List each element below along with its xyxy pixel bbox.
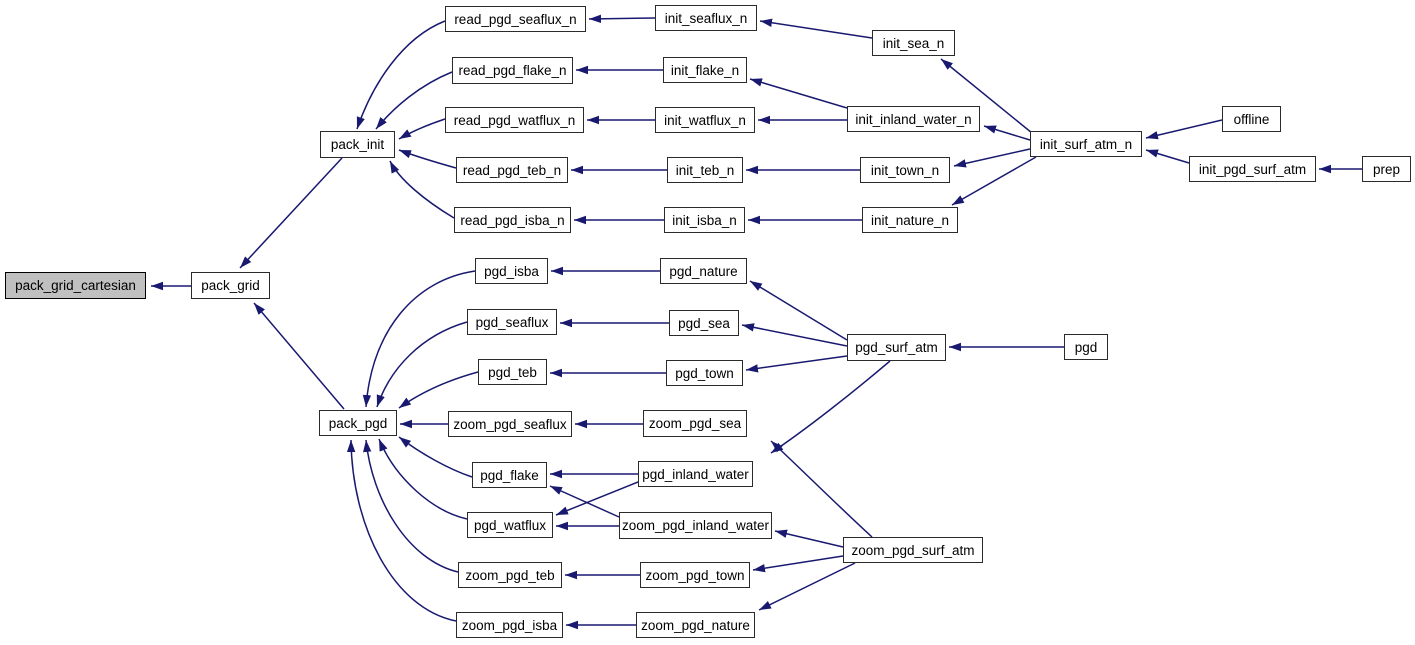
node-zoom-pgd-sea[interactable]: zoom_pgd_sea [643, 410, 747, 437]
node-init-flake-n[interactable]: init_flake_n [663, 57, 747, 83]
edge-zoom_pgd_surf_atm-to-zoom_pgd_town [752, 555, 844, 573]
edge-init_pgd_surf_atm-to-init_surf_atm_n [1145, 149, 1190, 164]
node-zoom-pgd-inland-water[interactable]: zoom_pgd_inland_water [619, 512, 772, 539]
node-read-pgd-seaflux-n[interactable]: read_pgd_seaflux_n [445, 6, 586, 32]
edge-zoom_pgd_surf_atm-to-zoom_pgd_nature [758, 562, 856, 611]
edge-zoom_pgd_surf_atm-to-zoom_pgd_sea [770, 440, 873, 538]
node-init-pgd-surf-atm[interactable]: init_pgd_surf_atm [1189, 156, 1316, 182]
edge-init_surf_atm_n-to-init_town_n [953, 148, 1031, 168]
node-pgd-inland-water[interactable]: pgd_inland_water [638, 461, 753, 487]
node-init-inland-water-n[interactable]: init_inland_water_n [847, 106, 980, 132]
edge-init_inland_water_n-to-init_flake_n [749, 78, 848, 109]
node-pgd-isba[interactable]: pgd_isba [475, 258, 548, 284]
node-read-pgd-watflux-n[interactable]: read_pgd_watflux_n [445, 107, 584, 133]
node-pgd-watflux[interactable]: pgd_watflux [467, 512, 553, 538]
edge-init_surf_atm_n-to-init_nature_n [951, 156, 1037, 206]
edge-pgd_surf_atm-to-pgd_inland_water [770, 360, 891, 454]
edge-pgd_surf_atm-to-pgd_nature [749, 280, 848, 341]
node-init-surf-atm-n[interactable]: init_surf_atm_n [1030, 131, 1142, 157]
node-pgd[interactable]: pgd [1064, 334, 1108, 360]
node-offline[interactable]: offline [1222, 106, 1281, 132]
node-pgd-flake[interactable]: pgd_flake [472, 462, 547, 488]
node-pgd-sea[interactable]: pgd_sea [669, 310, 739, 336]
node-zoom-pgd-surf-atm[interactable]: zoom_pgd_surf_atm [843, 537, 983, 563]
node-pgd-teb[interactable]: pgd_teb [478, 359, 547, 385]
node-init-town-n[interactable]: init_town_n [860, 157, 950, 183]
node-read-pgd-flake-n[interactable]: read_pgd_flake_n [452, 57, 573, 84]
edge-zoom_pgd_isba-to-pack_pgd [346, 439, 457, 622]
node-init-teb-n[interactable]: init_teb_n [667, 157, 743, 183]
edge-pgd_inland_water-to-pgd_watflux [555, 481, 639, 516]
node-pgd-town[interactable]: pgd_town [666, 360, 743, 386]
node-read-pgd-teb-n[interactable]: read_pgd_teb_n [456, 157, 568, 183]
edge-pgd_surf_atm-to-pgd_town [745, 355, 848, 373]
node-zoom-pgd-seaflux[interactable]: zoom_pgd_seaflux [448, 411, 572, 437]
edge-pack_pgd-to-pack_grid [253, 302, 345, 410]
node-pgd-seaflux[interactable]: pgd_seaflux [467, 309, 557, 335]
node-pack-init[interactable]: pack_init [320, 131, 395, 158]
node-pack-grid[interactable]: pack_grid [191, 272, 270, 299]
edge-pgd_seaflux-to-pack_pgd [376, 321, 468, 408]
edge-pack_init-to-pack_grid [239, 157, 343, 269]
edge-pgd_isba-to-pack_pgd [362, 270, 476, 408]
edge-read_pgd_isba_n-to-pack_init [389, 160, 455, 219]
node-prep[interactable]: prep [1362, 156, 1411, 182]
node-init-seaflux-n[interactable]: init_seaflux_n [655, 5, 757, 31]
edge-init_surf_atm_n-to-init_sea_n [940, 58, 1033, 134]
edge-init_seaflux_n-to-read_pgd_seaflux_n [588, 14, 656, 24]
edge-zoom_pgd_inland_water-to-pgd_flake [549, 485, 620, 518]
node-pgd-nature[interactable]: pgd_nature [660, 258, 747, 284]
edge-init_sea_n-to-init_seaflux_n [759, 18, 873, 39]
node-zoom-pgd-isba[interactable]: zoom_pgd_isba [456, 612, 563, 638]
edge-zoom_pgd_teb-to-pack_pgd [363, 439, 459, 573]
node-init-nature-n[interactable]: init_nature_n [862, 207, 958, 233]
edge-read_pgd_teb_n-to-pack_init [398, 149, 457, 169]
node-read-pgd-isba-n[interactable]: read_pgd_isba_n [454, 207, 571, 233]
edge-pgd_watflux-to-pack_pgd [378, 438, 468, 520]
node-pgd-surf-atm[interactable]: pgd_surf_atm [847, 334, 946, 361]
edge-read_pgd_seaflux_n-to-pack_init [356, 20, 446, 130]
node-zoom-pgd-nature[interactable]: zoom_pgd_nature [636, 612, 755, 638]
node-pack-pgd[interactable]: pack_pgd [319, 410, 397, 436]
node-zoom-pgd-town[interactable]: zoom_pgd_town [640, 562, 750, 588]
edge-pgd_teb-to-pack_pgd [398, 371, 479, 409]
edge-pgd_surf_atm-to-pgd_sea [741, 323, 848, 347]
edge-read_pgd_watflux_n-to-pack_init [398, 118, 446, 140]
node-pack-grid-cartesian: pack_grid_cartesian [5, 272, 146, 299]
edge-read_pgd_flake_n-to-pack_init [375, 71, 453, 130]
node-init-isba-n[interactable]: init_isba_n [664, 207, 745, 233]
edge-pgd_flake-to-pack_pgd [398, 436, 473, 478]
edge-init_surf_atm_n-to-init_inland_water_n [983, 125, 1031, 141]
edge-zoom_pgd_surf_atm-to-zoom_pgd_inland_water [774, 529, 844, 548]
node-init-sea-n[interactable]: init_sea_n [872, 30, 955, 56]
node-zoom-pgd-teb[interactable]: zoom_pgd_teb [458, 562, 562, 588]
edge-offline-to-init_surf_atm_n [1145, 119, 1223, 140]
node-init-watflux-n[interactable]: init_watflux_n [655, 107, 755, 133]
